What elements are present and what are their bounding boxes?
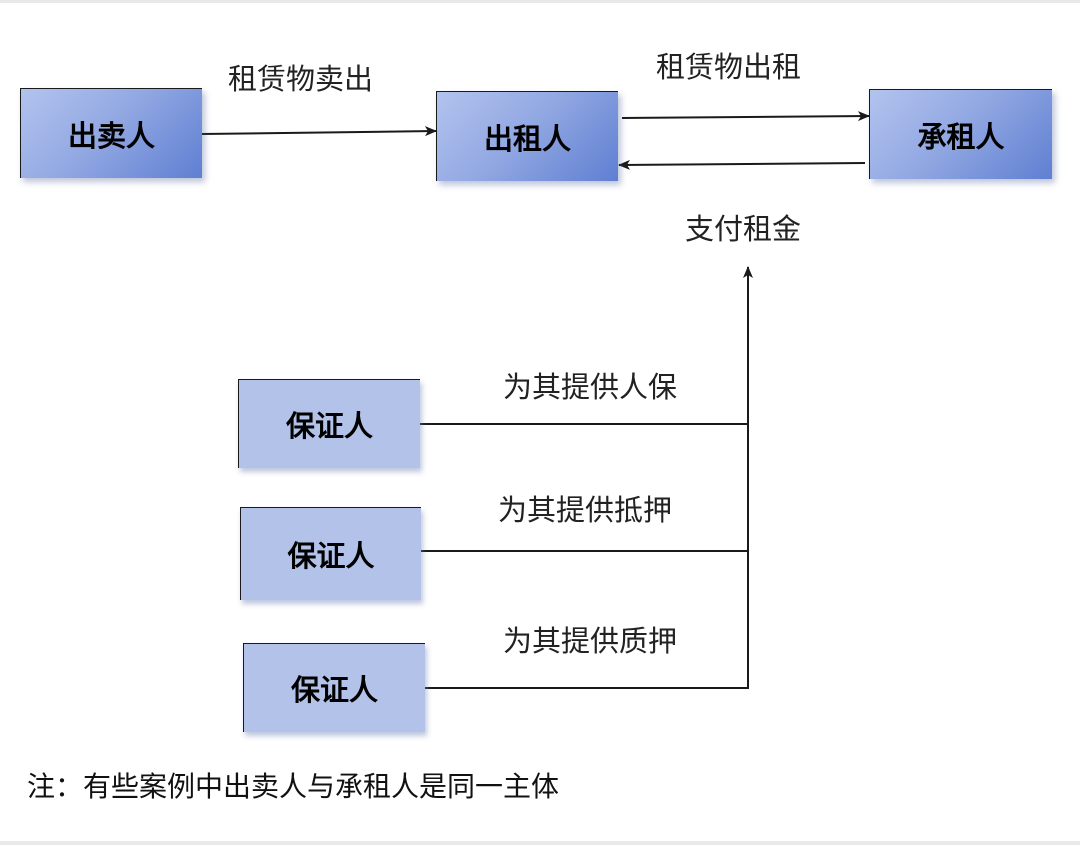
footnote: 注：有些案例中出卖人与承租人是同一主体 bbox=[27, 770, 560, 803]
guarantor-1-label: 保证人 bbox=[285, 409, 373, 443]
edge-label-mortgage: 为其提供抵押 bbox=[498, 493, 673, 527]
lessee-label: 承租人 bbox=[917, 119, 1005, 154]
guarantor-box-2: 保证人 bbox=[240, 507, 421, 600]
lessor-box: 出租人 bbox=[436, 91, 618, 181]
seller-label: 出卖人 bbox=[67, 118, 155, 153]
guarantor-3-label: 保证人 bbox=[290, 673, 378, 707]
guarantor-box-1: 保证人 bbox=[238, 379, 420, 468]
arrow-lessor-to-lessee bbox=[621, 111, 870, 122]
edge-label-guarantee: 为其提供人保 bbox=[503, 370, 678, 404]
frame-bottom-border bbox=[0, 841, 1080, 845]
edge-label-pledge: 为其提供质押 bbox=[503, 624, 678, 658]
edge-label-rent: 支付租金 bbox=[685, 212, 802, 246]
guarantor-2-label: 保证人 bbox=[287, 539, 375, 573]
guarantor-box-3: 保证人 bbox=[243, 643, 425, 732]
frame-top-border bbox=[0, 0, 1080, 3]
lessee-box: 承租人 bbox=[869, 89, 1052, 179]
arrow-lessee-to-lessor bbox=[618, 159, 866, 170]
lessor-label: 出租人 bbox=[483, 121, 571, 156]
arrow-seller-to-lessor bbox=[201, 126, 437, 137]
edge-label-lease: 租赁物出租 bbox=[656, 50, 802, 84]
seller-box: 出卖人 bbox=[20, 88, 202, 178]
edge-label-sale: 租赁物卖出 bbox=[228, 62, 374, 96]
